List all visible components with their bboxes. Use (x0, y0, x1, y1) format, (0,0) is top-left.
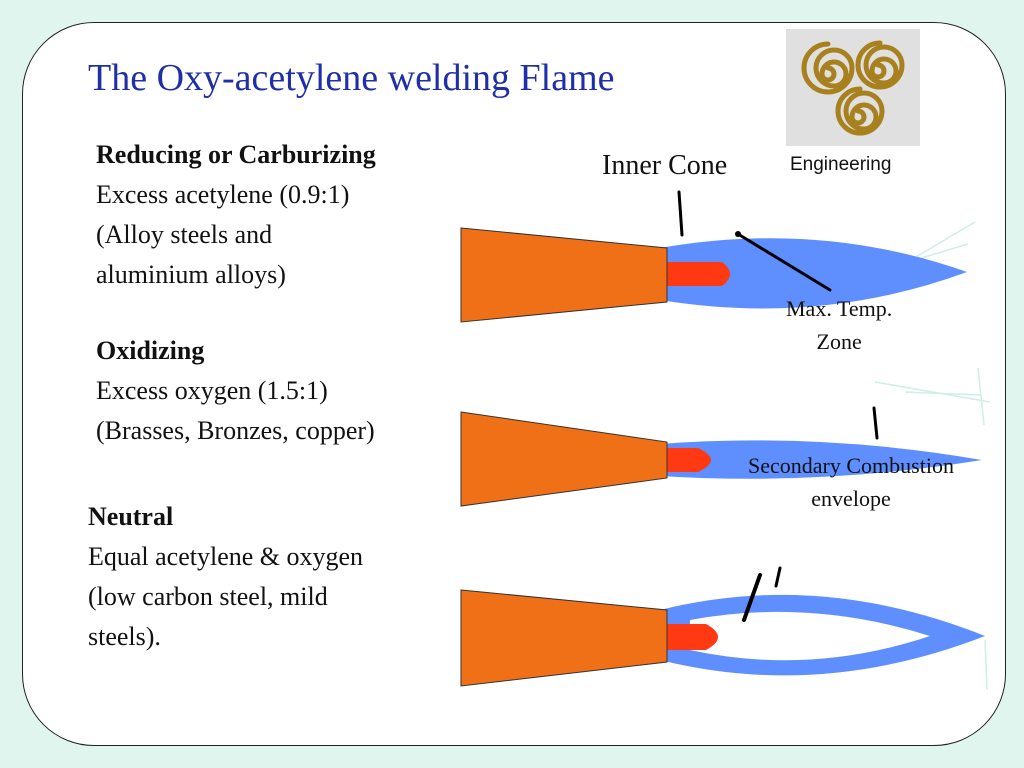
section-heading: Reducing or Carburizing (96, 140, 376, 169)
secondary-pointer (872, 406, 879, 440)
neutral-pointer-short (774, 566, 782, 588)
secondary-envelope-label: Secondary Combustion envelope (718, 449, 984, 515)
secondary-label-line: envelope (811, 486, 891, 511)
neutral-section: Neutral Equal acetylene & oxygen (low ca… (88, 497, 363, 657)
inner-cone-label: Inner Cone (602, 150, 728, 181)
max-temp-dot (735, 231, 741, 237)
outer-envelope (660, 238, 967, 309)
torch-nozzle (460, 411, 668, 507)
reducing-flame (460, 227, 967, 323)
inner-cone (662, 448, 711, 472)
section-line: steels). (88, 622, 161, 651)
section-line: Excess acetylene (0.9:1) (96, 180, 350, 209)
max-temp-label: Max. Temp. Zone (786, 292, 892, 358)
section-line: Equal acetylene & oxygen (88, 542, 364, 571)
neutral-pointer-long (742, 573, 762, 622)
inner-cone (662, 624, 718, 650)
torch-nozzle (460, 227, 668, 323)
section-line: (Brasses, Bronzes, copper) (96, 416, 375, 445)
oxidizing-flame (460, 411, 982, 507)
inner-envelope-gap (690, 611, 930, 661)
inner-cone-pointer (677, 190, 684, 237)
max-temp-label-line: Zone (816, 329, 862, 354)
neutral-flame (460, 589, 985, 687)
torch-nozzle (460, 589, 668, 687)
inner-cone (662, 262, 730, 286)
slide-title: The Oxy-acetylene welding Flame (88, 57, 615, 99)
triskele-spiral-icon (801, 40, 905, 136)
reducing-section: Reducing or Carburizing Excess acetylene… (96, 135, 376, 295)
logo-caption: Engineering (790, 154, 892, 175)
outer-envelope (660, 440, 982, 479)
pointer-lines (677, 190, 879, 622)
section-heading: Oxidizing (96, 336, 205, 365)
section-line: (Alloy steels and (96, 220, 273, 249)
section-heading: Neutral (88, 502, 174, 531)
section-line: aluminium alloys) (96, 260, 286, 289)
section-line: Excess oxygen (1.5:1) (96, 376, 328, 405)
oxidizing-section: Oxidizing Excess oxygen (1.5:1) (Brasses… (96, 331, 375, 451)
secondary-label-line: Secondary Combustion (748, 453, 954, 478)
max-temp-label-line: Max. Temp. (786, 296, 893, 321)
section-line: (low carbon steel, mild (88, 582, 328, 611)
max-temp-pointer (736, 232, 832, 292)
logo (786, 29, 920, 146)
